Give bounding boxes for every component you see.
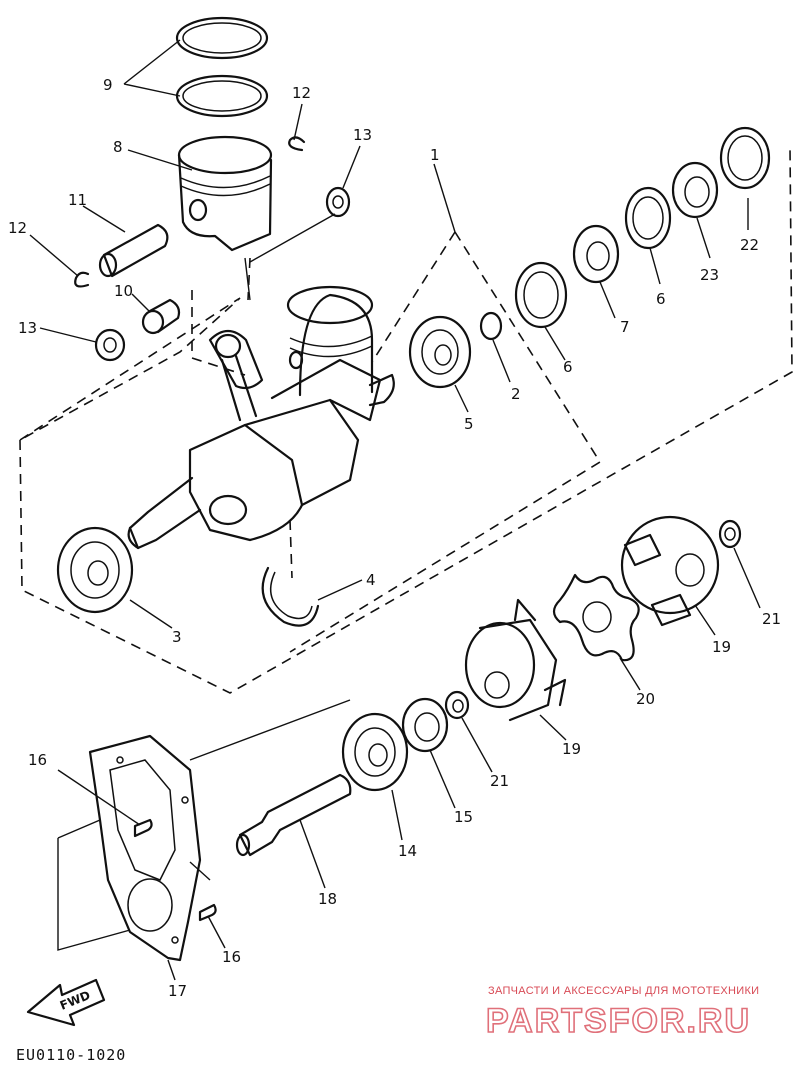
label-17: 17 [168, 982, 187, 1000]
label-6b: 6 [563, 358, 573, 376]
label-15: 15 [454, 808, 473, 826]
label-7: 7 [620, 318, 630, 336]
bearing-23 [671, 161, 719, 219]
piston-rings [175, 16, 269, 118]
label-10: 10 [114, 282, 133, 300]
damper-20 [552, 573, 640, 662]
fwd-direction-marker: FWD [26, 978, 106, 1027]
label-8: 8 [113, 138, 123, 156]
bearing-5 [408, 315, 472, 389]
collar-22 [719, 126, 771, 190]
o-ring-2 [479, 311, 503, 341]
coupling-19a [620, 515, 720, 627]
dowel-pins-16 [133, 818, 217, 922]
drawing-code: EU0110-1020 [16, 1046, 126, 1064]
crankshaft-assembly [127, 285, 395, 550]
label-1: 1 [430, 146, 440, 164]
label-9: 9 [103, 76, 113, 94]
label-13b: 13 [18, 319, 37, 337]
label-18: 18 [318, 890, 337, 908]
bearing-7 [572, 224, 620, 284]
oil-seal-6a [514, 261, 568, 329]
watermark: ЗАПЧАСТИ И АКСЕССУАРЫ ДЛЯ МОТОТЕХНИКИ PA… [485, 985, 759, 1041]
label-3: 3 [172, 628, 182, 646]
label-12: 12 [292, 84, 311, 102]
small-clips-and-washers [74, 136, 351, 362]
label-16b: 16 [222, 948, 241, 966]
bearing-15 [401, 697, 449, 753]
label-14: 14 [398, 842, 417, 860]
small-end-bearing [141, 298, 181, 335]
label-4: 4 [366, 571, 376, 589]
label-13: 13 [353, 126, 372, 144]
coupling-19b [464, 598, 567, 722]
watermark-brand: PARTSFOR.RU [486, 1002, 751, 1040]
piston-pin [98, 223, 169, 278]
assembly-outlines [19, 147, 793, 694]
label-22: 22 [740, 236, 759, 254]
gasket-17 [88, 734, 202, 962]
watermark-tagline: ЗАПЧАСТИ И АКСЕССУАРЫ ДЛЯ МОТОТЕХНИКИ [488, 985, 759, 997]
drive-shaft-18 [235, 773, 352, 857]
bearing-3 [56, 526, 134, 614]
label-12b: 12 [8, 219, 27, 237]
bearing-14 [341, 712, 409, 792]
label-5: 5 [464, 415, 474, 433]
label-6a: 6 [656, 290, 666, 308]
part-labels: 9 12 13 1 8 11 12 10 13 22 23 6 7 6 2 5 … [8, 76, 781, 1000]
label-2: 2 [511, 385, 521, 403]
retainer-ring-4 [261, 566, 320, 627]
label-20: 20 [636, 690, 655, 708]
label-11: 11 [68, 191, 87, 209]
washer-21b [444, 690, 470, 720]
leader-lines [29, 39, 761, 981]
label-23: 23 [700, 266, 719, 284]
label-21b: 21 [490, 772, 509, 790]
label-16a: 16 [28, 751, 47, 769]
label-19a: 19 [712, 638, 731, 656]
oil-seal-6b [624, 186, 672, 250]
piston [177, 135, 273, 252]
label-19b: 19 [562, 740, 581, 758]
washer-21a [718, 519, 742, 549]
label-21a: 21 [762, 610, 781, 628]
fwd-label: FWD [58, 988, 92, 1013]
